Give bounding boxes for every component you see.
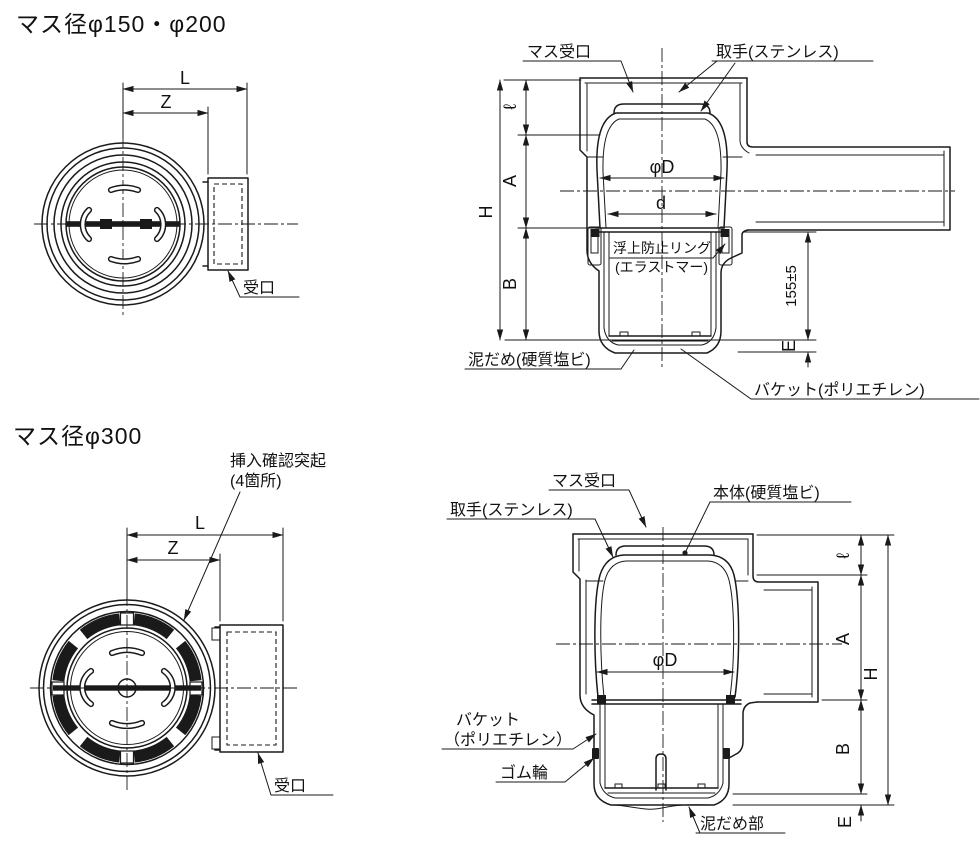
plan-view-150-200: L Z 受口	[34, 68, 300, 318]
section-view-300: φD H ℓ A B E マス受口 本体(硬質塩ビ) 取手(ステンレス) バケッ…	[441, 472, 895, 834]
dim-label-L-150: L	[180, 68, 190, 88]
dim-label-Z-300: Z	[168, 538, 179, 558]
dim-label-phiD-300: φD	[653, 650, 678, 670]
label-mud-trap-150: 泥だめ(硬質塩ビ)	[468, 351, 591, 369]
socket-hidden-line	[213, 183, 243, 265]
title-300: マス径φ300	[13, 423, 142, 449]
lock-ring-segments	[52, 613, 202, 763]
label-handle-300: 取手(ステンレス)	[450, 501, 573, 519]
leader-socket-300	[257, 752, 334, 796]
dim-label-E-150: E	[779, 340, 799, 352]
dim-label-Z-150: Z	[161, 92, 172, 112]
label-bucket-line1: バケット	[456, 711, 520, 729]
label-protrusion-line2: (4箇所)	[230, 472, 282, 490]
leader-protrusion	[183, 491, 241, 621]
label-bucket-line2: （ポリエチレン）	[444, 731, 572, 749]
dim-label-H-300: H	[861, 668, 881, 681]
dim-label-H-150: H	[476, 206, 496, 219]
dim-label-L-300: L	[195, 513, 205, 533]
label-handle-150: 取手(ステンレス)	[716, 43, 839, 61]
bucket-outline	[594, 554, 740, 698]
dim-label-A-300: A	[833, 633, 853, 645]
label-protrusion-line1: 挿入確認突起	[230, 452, 326, 470]
label-body-300: 本体(硬質塩ビ)	[713, 484, 820, 502]
plan-view-300: L Z 挿入確認突起 (4箇所) 受口	[30, 452, 334, 796]
dim-label-phiD-150: φD	[650, 157, 675, 177]
rubber-ring-right	[723, 748, 730, 759]
leader-socket-150	[227, 270, 300, 298]
dim-label-d-150: d	[656, 193, 666, 213]
label-float-ring-line2: (エラストマー)	[615, 259, 708, 275]
socket-outline	[219, 624, 284, 753]
body-outline-left	[572, 533, 730, 806]
label-float-ring-line1: 浮上防止リング	[613, 240, 711, 256]
title-150-200: マス径φ150・φ200	[16, 11, 227, 37]
center-pin	[655, 753, 667, 791]
dim-label-B-300: B	[833, 743, 853, 755]
label-bucket-150: バケット(ポリエチレン)	[754, 381, 925, 399]
socket-outline	[207, 177, 249, 271]
label-socket-300: 受口	[274, 777, 306, 795]
dim-label-l-300: ℓ	[833, 553, 853, 559]
rubber-ring-left	[592, 748, 599, 759]
dim-label-A-150: A	[500, 175, 520, 187]
label-socket-150: 受口	[243, 279, 275, 297]
dim-label-E-300: E	[835, 816, 855, 828]
socket-pipe-outline	[746, 77, 951, 231]
label-rubber-ring: ゴム輪	[500, 763, 548, 782]
socket-hidden-line	[226, 631, 277, 746]
dim-label-B-150: B	[500, 278, 520, 290]
label-receiver-150: マス受口	[527, 43, 591, 61]
label-receiver-300: マス受口	[552, 472, 616, 490]
body-outline-right	[728, 701, 758, 759]
body-outline	[579, 77, 749, 354]
label-mud-trap-300: 泥だめ部	[700, 815, 764, 833]
dim-label-155: 155±5	[783, 265, 800, 307]
dim-label-l-150: ℓ	[500, 104, 520, 110]
socket-pipe-outline	[752, 533, 819, 703]
float-ring-clips	[587, 226, 733, 266]
handle-bar	[66, 221, 180, 227]
handle-profile	[615, 545, 715, 556]
section-view-150-200: φD d 浮上防止リング (エラストマー) H ℓ A B 155±5 E マス…	[464, 43, 980, 400]
